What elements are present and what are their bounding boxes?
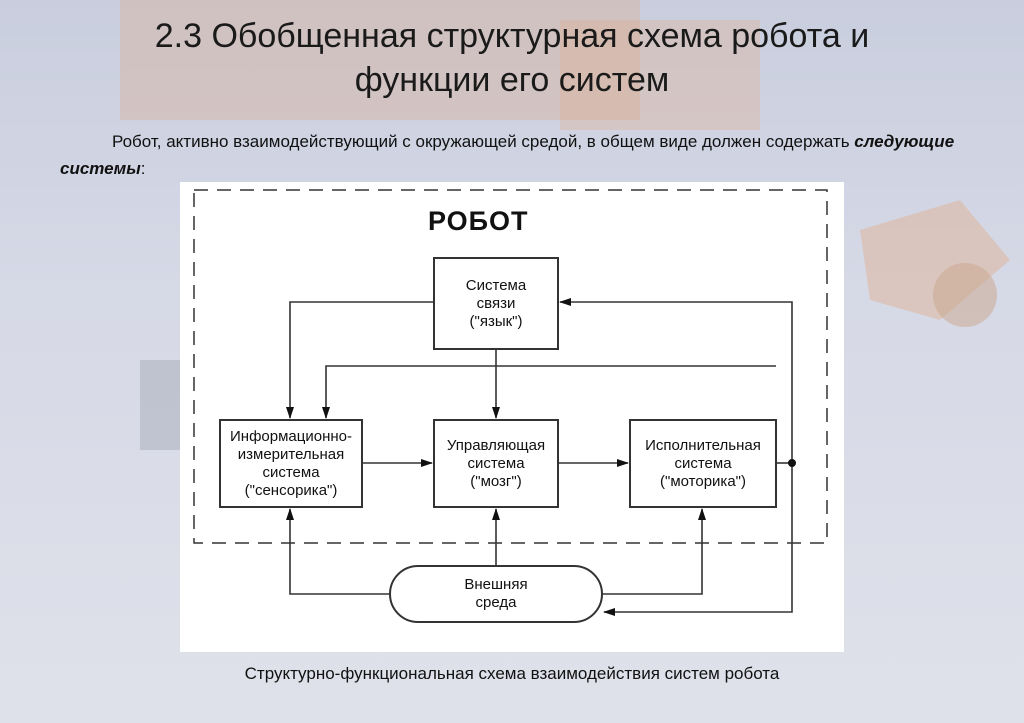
arrow-bus-to-comm	[559, 298, 793, 463]
intro-end: :	[140, 159, 146, 178]
sensor-line-2: измерительная	[237, 445, 345, 463]
environment-line-1: Внешняя	[464, 576, 528, 593]
comm-line-2: связи	[476, 294, 516, 312]
arrow-right-to-sensor	[322, 365, 776, 419]
junction-dot	[788, 459, 796, 467]
intro-text: Робот, активно взаимодействующий с окруж…	[112, 132, 855, 151]
diagram-canvas	[193, 189, 828, 623]
sensor-system-label: Информационно- измерительная система ("с…	[220, 420, 362, 507]
motor-line-1: Исполнительная	[645, 436, 761, 454]
robot-structure-diagram: РОБОТ Система связи ("язык") Информацион…	[180, 182, 844, 652]
robot-label: РОБОТ	[428, 206, 529, 236]
slide-title: 2.3 Обобщенная структурная схема робота …	[60, 14, 964, 102]
arrow-bus-to-environment	[603, 463, 793, 616]
control-line-1: Управляющая	[446, 436, 546, 454]
slide-title-line-2: функции его систем	[354, 61, 670, 99]
control-system-label: Управляющая система ("мозг")	[434, 420, 558, 507]
intro-emphasis: следующие системы	[60, 132, 955, 178]
arrow-comm-to-sensor	[286, 301, 434, 419]
slide-title-line-1: 2.3 Обобщенная структурная схема робота …	[154, 17, 870, 55]
motor-line-2: система	[674, 454, 732, 472]
sensor-line-1: Информационно-	[230, 427, 352, 445]
motor-system-label: Исполнительная система ("моторика")	[630, 420, 776, 507]
comm-line-3: ("язык")	[469, 312, 523, 330]
environment-line-2: среда	[475, 594, 517, 611]
control-line-2: система	[467, 454, 525, 472]
arrow-environment-to-motor	[602, 508, 706, 595]
environment-label: Внешняя среда	[390, 566, 602, 622]
diagram-caption: Структурно-функциональная схема взаимоде…	[244, 664, 780, 683]
motor-line-3: ("моторика")	[660, 472, 746, 490]
sensor-line-3: система	[262, 463, 320, 481]
comm-line-1: Система	[465, 276, 527, 294]
arrow-environment-to-sensor	[286, 508, 390, 595]
robot-boundary	[193, 189, 828, 544]
comm-system-label: Система связи ("язык")	[434, 258, 558, 349]
control-line-3: ("мозг")	[470, 472, 522, 490]
intro-paragraph: Робот, активно взаимодействующий с окруж…	[60, 128, 980, 182]
sensor-line-4: ("сенсорика")	[244, 481, 338, 499]
